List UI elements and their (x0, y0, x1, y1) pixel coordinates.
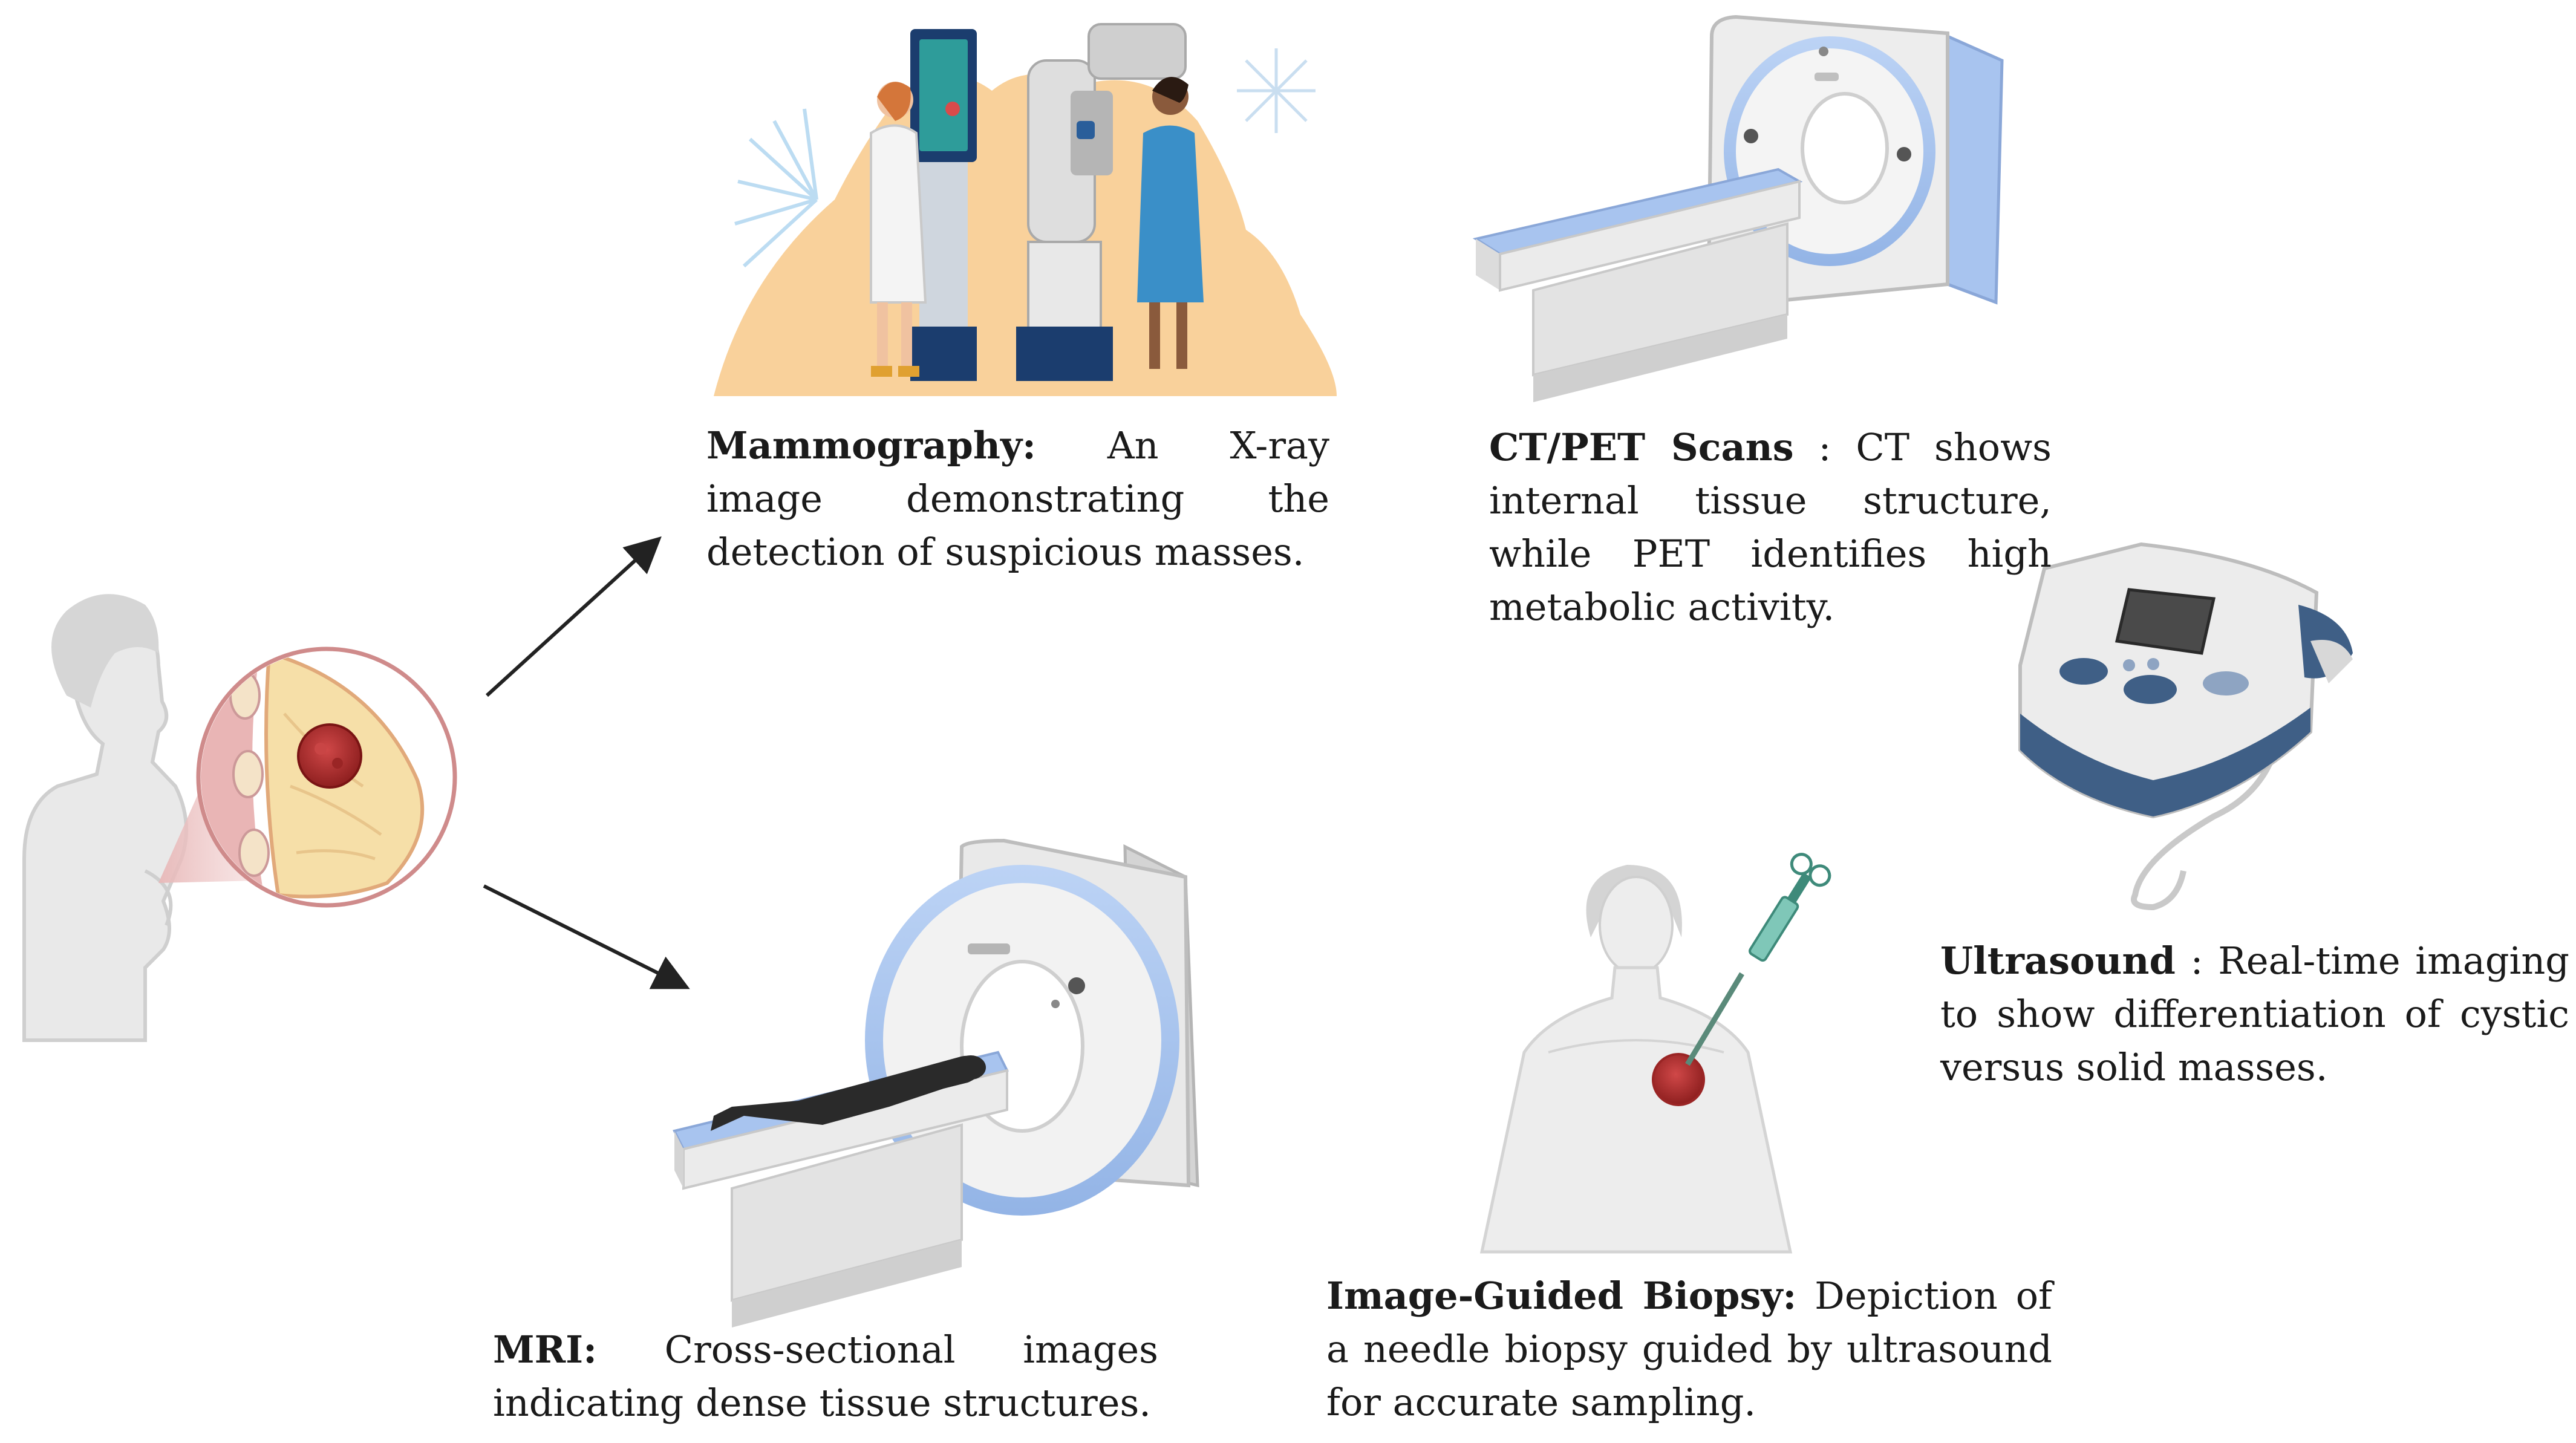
caption-mri: MRI: Cross-sectional images indicating d… (493, 1323, 1158, 1430)
caption-biopsy-text: Depiction of a needle biopsy guided by u… (1326, 1274, 2052, 1424)
caption-ct-pet: CT/PET Scans : CT shows internal tissue … (1489, 421, 2052, 634)
caption-biopsy: Image-Guided Biopsy: Depiction of a need… (1326, 1269, 2052, 1429)
caption-mammography-title: Mammography: (706, 423, 1036, 467)
mammography-scene-icon (714, 23, 1337, 396)
caption-ultrasound: Ultrasound : Real-time imaging to show d… (1940, 934, 2569, 1094)
mri-scanner-icon (673, 838, 1199, 1327)
arrow-to-mri (483, 884, 690, 989)
caption-ultrasound-title: Ultrasound (1940, 939, 2176, 983)
breast-tumor-zoom-icon (196, 647, 457, 908)
caption-ct-pet-title: CT/PET Scans (1489, 425, 1794, 469)
arrow-to-mammography (485, 536, 662, 697)
caption-mammography: Mammography: An X-ray image demonstratin… (706, 419, 1329, 579)
caption-ultrasound-text: : Real-time imaging to show differentiat… (1940, 939, 2569, 1089)
caption-ct-pet-text: : CT shows internal tissue structure, wh… (1489, 425, 2052, 629)
patient-silhouette-icon (22, 594, 188, 1042)
caption-mri-title: MRI: (493, 1327, 598, 1372)
biopsy-figure-icon (1479, 853, 1831, 1254)
caption-mammography-text: An X-ray image demonstrating the detecti… (706, 423, 1329, 574)
ultrasound-device-icon (2018, 542, 2353, 911)
ct-scanner-icon (1472, 15, 2004, 402)
caption-mri-text: Cross-sectional images indicating dense … (493, 1327, 1158, 1425)
caption-biopsy-title: Image-Guided Biopsy: (1326, 1274, 1797, 1318)
